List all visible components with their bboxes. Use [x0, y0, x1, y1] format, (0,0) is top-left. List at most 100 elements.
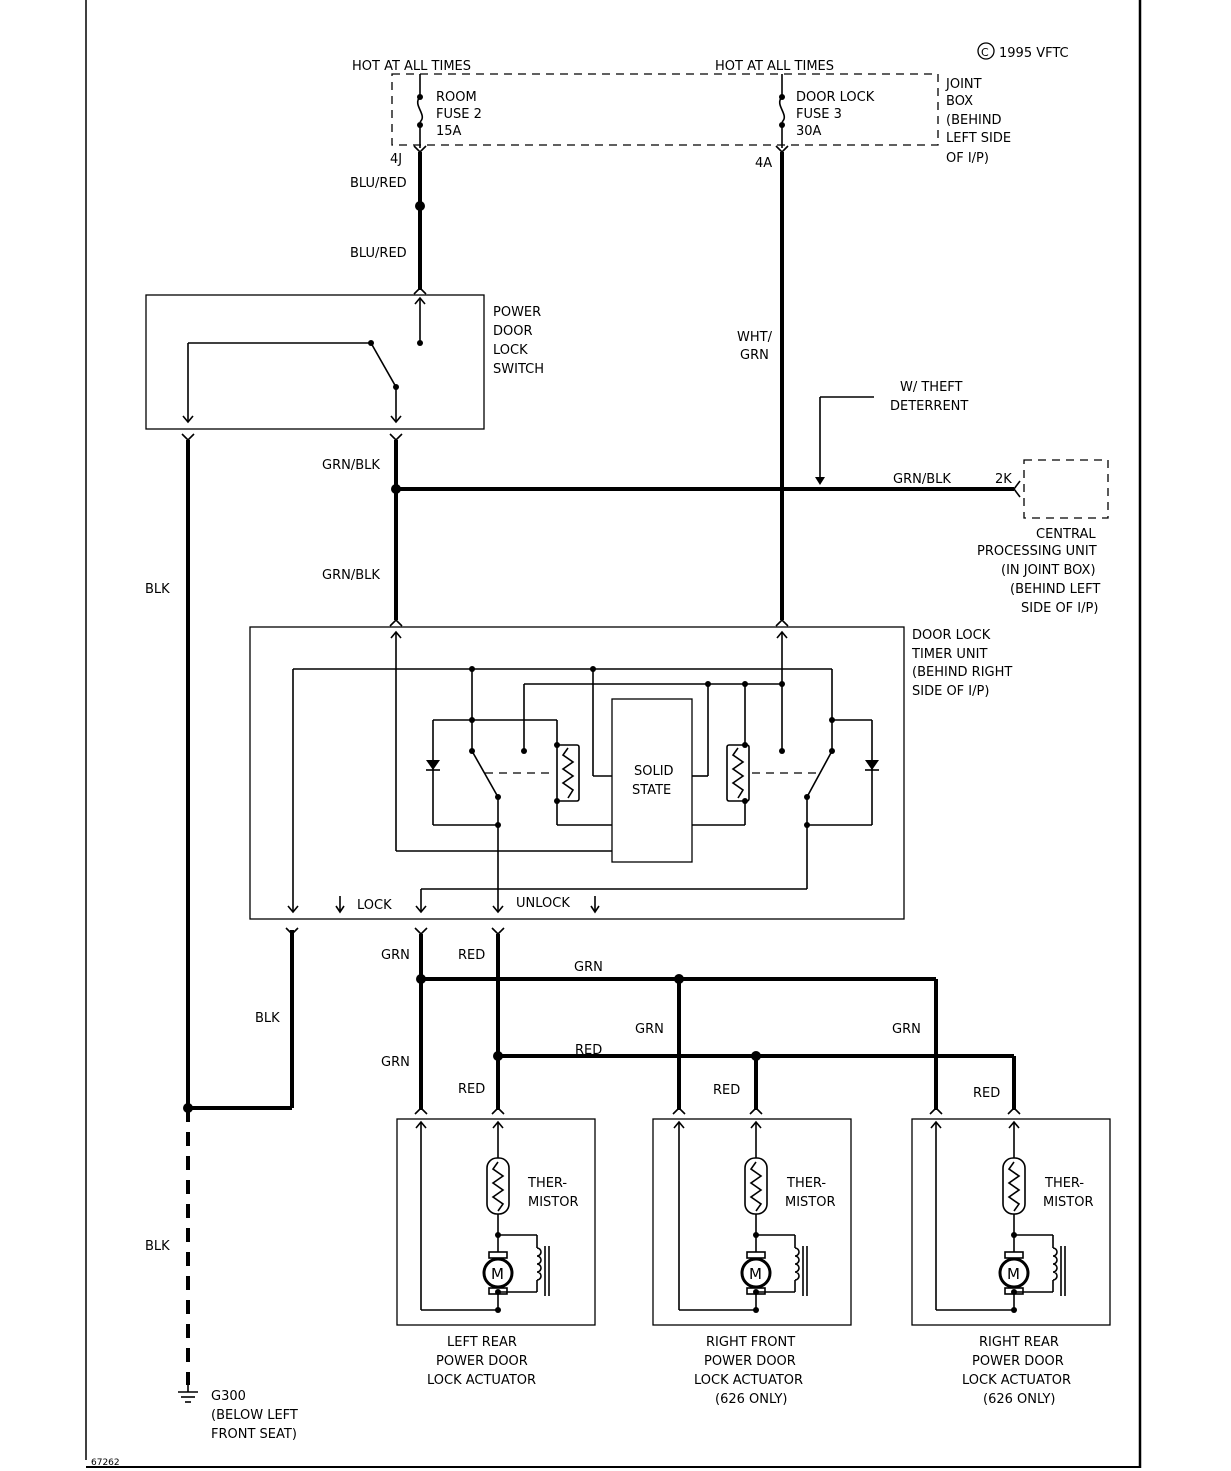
power-door-lock-switch	[145, 294, 485, 430]
grn-label-2: GRN	[574, 960, 603, 975]
svg-text:ROOM: ROOM	[436, 90, 477, 105]
joint-box	[391, 73, 939, 146]
hot-at-all-times-label-2: HOT AT ALL TIMES	[715, 59, 834, 74]
blu-red-label-1: BLU/RED	[350, 176, 407, 191]
svg-text:(BELOW LEFT: (BELOW LEFT	[211, 1408, 298, 1423]
grn-blk-label-1: GRN/BLK	[322, 458, 380, 473]
grn-blk-label-2: GRN/BLK	[322, 568, 380, 583]
blk-label-1: BLK	[145, 582, 170, 597]
grn-label-4: GRN	[635, 1022, 664, 1037]
wht-grn-wire	[775, 152, 789, 627]
grn-label-5: GRN	[892, 1022, 921, 1037]
svg-text:(626 ONLY): (626 ONLY)	[715, 1392, 788, 1407]
red-wire-network	[491, 927, 1021, 1115]
red-label-5: RED	[973, 1086, 1000, 1101]
svg-text:PROCESSING UNIT: PROCESSING UNIT	[977, 544, 1097, 559]
blk-label-2: BLK	[255, 1011, 280, 1026]
theft-deterrent-label: W/ THEFT DETERRENT	[890, 380, 968, 414]
svg-text:C: C	[981, 46, 989, 59]
right-rear-actuator	[911, 1118, 1111, 1326]
svg-text:LOCK ACTUATOR: LOCK ACTUATOR	[427, 1373, 536, 1388]
pin-2k-label: 2K	[995, 472, 1012, 487]
right-front-actuator	[652, 1118, 852, 1326]
right-rear-actuator-label: RIGHT REAR POWER DOOR LOCK ACTUATOR (626…	[962, 1335, 1071, 1407]
solid-state-label: SOLID STATE	[632, 764, 674, 798]
svg-text:DOOR LOCK: DOOR LOCK	[912, 628, 991, 643]
blu-red-wire	[413, 152, 427, 295]
svg-text:POWER DOOR: POWER DOOR	[972, 1354, 1064, 1369]
pin-4a-label: 4A	[755, 156, 772, 171]
svg-text:FUSE 3: FUSE 3	[796, 107, 842, 122]
left-rear-actuator	[396, 1118, 596, 1326]
svg-text:LOCK ACTUATOR: LOCK ACTUATOR	[962, 1373, 1071, 1388]
svg-text:TIMER UNIT: TIMER UNIT	[911, 647, 987, 662]
red-label-2: RED	[575, 1043, 602, 1058]
svg-text:DETERRENT: DETERRENT	[890, 399, 968, 414]
svg-text:W/ THEFT: W/ THEFT	[900, 380, 963, 395]
joint-box-label: JOINT BOX (BEHIND LEFT SIDE OF I/P)	[945, 77, 1011, 166]
copyright-symbol: C	[977, 42, 995, 60]
left-rear-actuator-label: LEFT REAR POWER DOOR LOCK ACTUATOR	[427, 1335, 536, 1388]
svg-text:DOOR: DOOR	[493, 324, 533, 339]
door-lock-fuse-label: DOOR LOCK FUSE 3 30A	[796, 90, 875, 139]
svg-text:MISTOR: MISTOR	[785, 1195, 836, 1210]
blk-label-3: BLK	[145, 1239, 170, 1254]
svg-text:POWER DOOR: POWER DOOR	[704, 1354, 796, 1369]
svg-text:POWER DOOR: POWER DOOR	[436, 1354, 528, 1369]
svg-text:LOCK: LOCK	[493, 343, 528, 358]
svg-text:RIGHT FRONT: RIGHT FRONT	[706, 1335, 795, 1350]
svg-text:(BEHIND LEFT: (BEHIND LEFT	[1010, 582, 1100, 597]
ground-symbol	[178, 1385, 198, 1403]
svg-text:SIDE OF I/P): SIDE OF I/P)	[1021, 601, 1098, 616]
svg-text:STATE: STATE	[632, 783, 671, 798]
svg-text:THER-: THER-	[527, 1176, 567, 1191]
svg-text:THER-: THER-	[1044, 1176, 1084, 1191]
red-label-3: RED	[458, 1082, 485, 1097]
door-lock-timer-unit-label: DOOR LOCK TIMER UNIT (BEHIND RIGHT SIDE …	[911, 628, 1012, 699]
svg-text:BOX: BOX	[946, 94, 973, 109]
svg-text:MISTOR: MISTOR	[528, 1195, 579, 1210]
theft-deterrent-branch	[815, 396, 874, 485]
svg-text:FUSE 2: FUSE 2	[436, 107, 482, 122]
door-lock-timer-unit	[249, 626, 905, 920]
copyright-text: 1995 VFTC	[999, 46, 1069, 61]
right-front-motor-symbol: M	[749, 1265, 762, 1283]
right-rear-motor-symbol: M	[1007, 1265, 1020, 1283]
svg-text:LEFT SIDE: LEFT SIDE	[946, 131, 1011, 146]
power-door-lock-switch-label: POWER DOOR LOCK SWITCH	[493, 305, 544, 377]
svg-text:(IN JOINT BOX): (IN JOINT BOX)	[1001, 563, 1096, 578]
svg-text:G300: G300	[211, 1389, 246, 1404]
svg-text:CENTRAL: CENTRAL	[1036, 527, 1096, 542]
svg-text:(626 ONLY): (626 ONLY)	[983, 1392, 1056, 1407]
blk-ground-wire	[181, 433, 299, 1385]
figure-number: 67262	[91, 1458, 120, 1468]
svg-text:30A: 30A	[796, 124, 822, 139]
svg-text:SWITCH: SWITCH	[493, 362, 544, 377]
blu-red-label-2: BLU/RED	[350, 246, 407, 261]
svg-text:POWER: POWER	[493, 305, 541, 320]
svg-text:RIGHT REAR: RIGHT REAR	[979, 1335, 1059, 1350]
lock-label: LOCK	[357, 898, 392, 913]
central-processing-unit	[1023, 459, 1109, 519]
room-fuse-label: ROOM FUSE 2 15A	[436, 90, 482, 139]
door-lock-fuse-symbol	[775, 74, 789, 154]
right-front-thermistor-label: THER- MISTOR	[785, 1176, 836, 1210]
room-fuse-symbol	[413, 74, 427, 154]
svg-text:(BEHIND: (BEHIND	[946, 113, 1002, 128]
red-label-4: RED	[713, 1083, 740, 1098]
red-label-1: RED	[458, 948, 485, 963]
svg-text:SIDE OF I/P): SIDE OF I/P)	[912, 684, 989, 699]
svg-text:GRN: GRN	[740, 348, 769, 363]
grn-wire-network	[414, 927, 943, 1115]
right-front-actuator-label: RIGHT FRONT POWER DOOR LOCK ACTUATOR (62…	[694, 1335, 803, 1407]
svg-text:LEFT REAR: LEFT REAR	[447, 1335, 517, 1350]
svg-text:FRONT SEAT): FRONT SEAT)	[211, 1427, 297, 1442]
grn-blk-label-3: GRN/BLK	[893, 472, 951, 487]
svg-text:OF I/P): OF I/P)	[946, 151, 989, 166]
left-rear-motor-symbol: M	[491, 1265, 504, 1283]
svg-text:(BEHIND RIGHT: (BEHIND RIGHT	[912, 665, 1012, 680]
svg-text:THER-: THER-	[786, 1176, 826, 1191]
unlock-label: UNLOCK	[516, 896, 570, 911]
left-rear-thermistor-label: THER- MISTOR	[527, 1176, 579, 1210]
page-border	[85, 0, 1142, 1468]
